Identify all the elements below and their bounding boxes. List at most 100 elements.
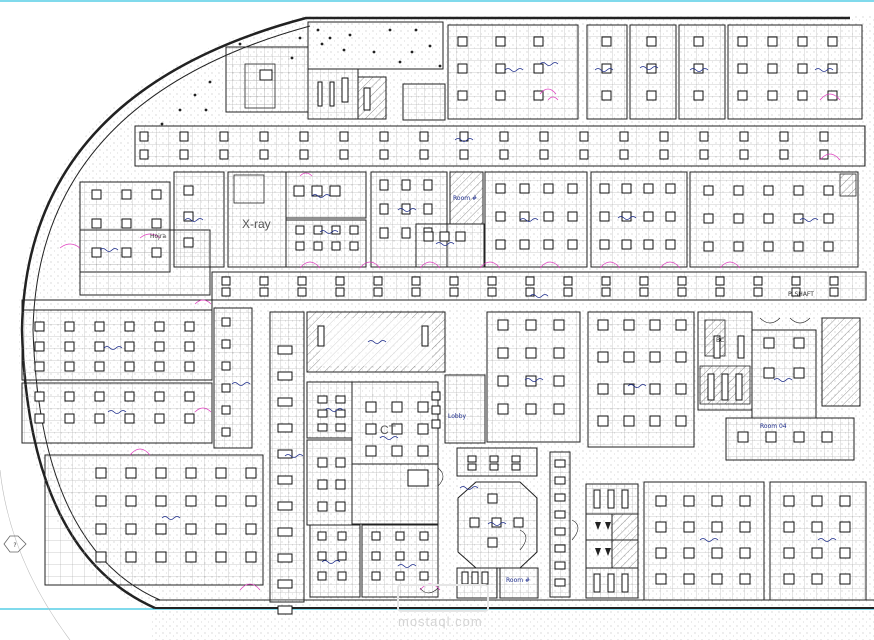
fixture-square — [295, 241, 305, 251]
fixture-square — [739, 131, 749, 142]
fixture-square — [335, 479, 346, 490]
fixture-square — [337, 571, 347, 581]
fixture-square — [34, 391, 45, 402]
fixture-square — [715, 287, 725, 297]
fixture-square — [721, 373, 729, 401]
fixture-square — [791, 276, 801, 286]
label-xray: X-ray — [242, 217, 271, 231]
fixture-square — [677, 276, 687, 286]
fixture-square — [313, 241, 323, 251]
fixture-square — [459, 131, 469, 142]
fixture-square — [763, 367, 775, 379]
fixture-square — [331, 241, 341, 251]
fixture-square — [185, 495, 197, 507]
fixture-square — [94, 341, 105, 352]
light-point — [290, 56, 294, 60]
fixture-square — [401, 179, 411, 191]
fixture-square — [277, 579, 293, 589]
fixture-square — [329, 185, 341, 197]
fixture-square — [335, 457, 346, 468]
fixture-square — [221, 317, 231, 327]
fixture-square — [495, 211, 506, 222]
room-lobby — [444, 374, 486, 444]
fixture-square — [563, 276, 573, 286]
fixture-square — [683, 573, 695, 585]
fixture-square — [554, 578, 566, 587]
fixture-square — [277, 345, 293, 355]
fixture-square — [811, 495, 823, 507]
fixture-square — [554, 561, 566, 570]
fixture-square — [655, 495, 667, 507]
room-c-2 — [587, 311, 695, 448]
fixture-square — [675, 415, 687, 427]
fixture-square — [411, 276, 421, 286]
fixture-square — [34, 321, 45, 332]
fixture-square — [797, 90, 808, 101]
fixture-square — [245, 495, 257, 507]
fixture-square — [649, 351, 661, 363]
fixture-square — [639, 276, 649, 286]
fixture-square — [763, 241, 774, 252]
fixture-square — [317, 501, 328, 512]
fixture-square — [811, 521, 823, 533]
label-room-b: Room # — [506, 577, 530, 584]
fixture-square — [449, 287, 459, 297]
fixture-square — [737, 90, 748, 101]
fixture-square — [553, 375, 565, 387]
fixture-square — [215, 523, 227, 535]
fixture-square — [185, 467, 197, 479]
fixture-square — [735, 373, 743, 401]
fixture-square — [487, 287, 497, 297]
light-point — [388, 28, 392, 32]
fixture-square — [317, 571, 327, 581]
fixture-square — [827, 90, 838, 101]
fixture-square — [317, 81, 323, 107]
fixture-square — [793, 185, 804, 196]
fixture-square — [91, 218, 102, 229]
fixture-square — [601, 90, 612, 101]
fixture-square — [553, 403, 565, 415]
fixture-square — [469, 517, 480, 528]
fixture-square — [395, 571, 405, 581]
room-name-mark — [504, 68, 524, 72]
fixture-square — [391, 445, 403, 457]
fixture-square — [767, 36, 778, 47]
fixture-square — [767, 90, 778, 101]
room-name-mark — [397, 208, 417, 212]
fixture-square — [707, 373, 715, 401]
fixture-square — [554, 527, 566, 536]
room-name-mark — [539, 62, 559, 66]
room-name-mark — [699, 538, 719, 542]
fixture-square — [619, 131, 629, 142]
label-bc: BC — [716, 337, 724, 344]
room-name-mark — [311, 194, 331, 198]
fixture-square — [391, 401, 403, 413]
fixture-square — [811, 573, 823, 585]
fixture-square — [539, 131, 549, 142]
fixture-square — [711, 547, 723, 559]
room-r-1 — [751, 329, 817, 419]
room-name-mark — [817, 538, 837, 542]
fixture-square — [124, 341, 135, 352]
fixture-square — [519, 211, 530, 222]
room-name-mark — [529, 294, 549, 298]
fixture-square — [525, 375, 537, 387]
hex-label: ? — [13, 542, 16, 549]
fixture-square — [779, 131, 789, 142]
light-point — [193, 93, 197, 97]
fixture-square — [497, 375, 509, 387]
fixture-square — [155, 551, 167, 563]
fixture-square — [737, 36, 748, 47]
fixture-square — [335, 501, 346, 512]
light-point — [320, 42, 324, 46]
fixture-square — [763, 337, 775, 349]
fixture-square — [543, 183, 554, 194]
room-name-mark — [627, 384, 647, 388]
fixture-square — [419, 149, 429, 160]
fixture-square — [793, 367, 805, 379]
fixture-square — [495, 183, 506, 194]
fixture-square — [619, 149, 629, 160]
light-point — [438, 64, 442, 68]
fixture-square — [335, 276, 345, 286]
fixture-square — [601, 276, 611, 286]
